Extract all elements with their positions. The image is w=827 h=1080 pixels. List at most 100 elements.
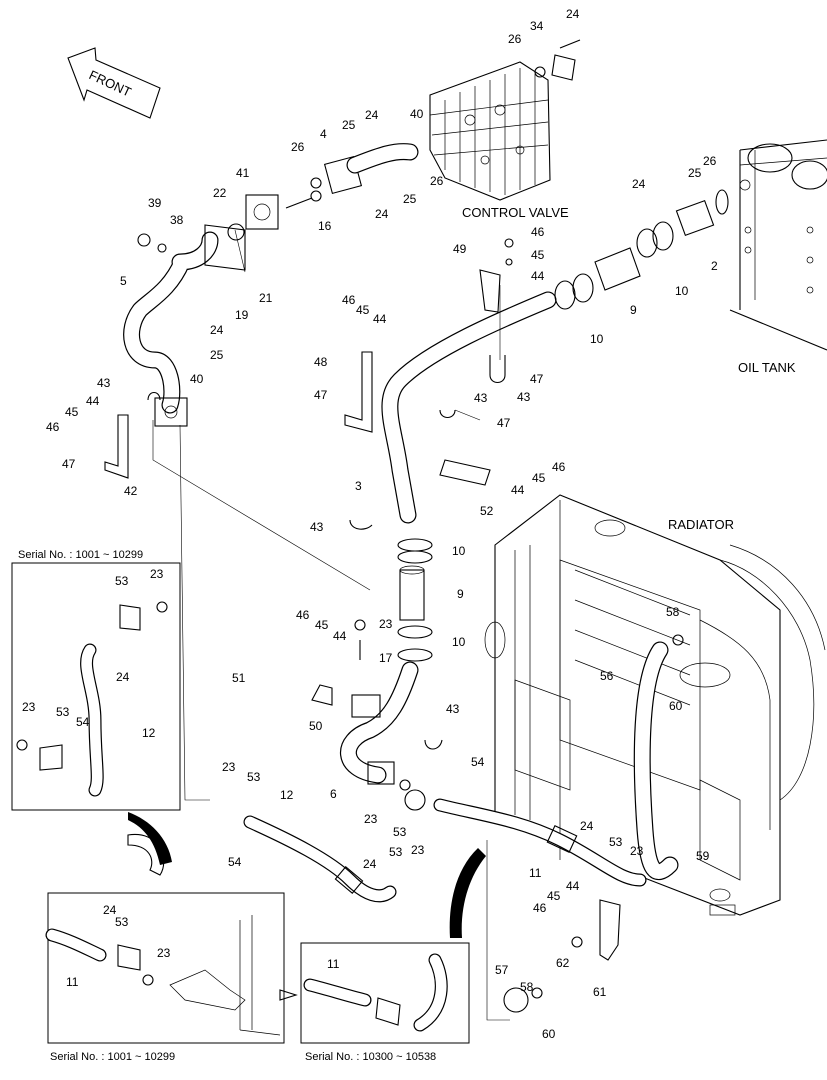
callout-53: 53 <box>115 574 129 588</box>
hose-clamps <box>397 221 674 662</box>
inset-serial-10300-10538: Serial No. : 10300 ~ 10538 <box>300 942 470 1063</box>
callout-9: 9 <box>457 587 464 601</box>
callout-44: 44 <box>566 879 580 893</box>
callout-46: 46 <box>533 901 547 915</box>
bracket-42 <box>104 414 129 479</box>
callout-10: 10 <box>452 635 466 649</box>
callout-24: 24 <box>566 7 580 21</box>
callout-43: 43 <box>474 391 488 405</box>
hose-11 <box>433 798 647 887</box>
u-bolts <box>147 355 506 750</box>
callout-43: 43 <box>97 376 111 390</box>
pipe-5 <box>123 224 246 427</box>
pipe-3 <box>381 291 557 524</box>
callout-51: 51 <box>232 671 246 685</box>
callout-43: 43 <box>446 702 460 716</box>
oil-tank-label: OIL TANK <box>738 360 796 375</box>
callout-10: 10 <box>590 332 604 346</box>
callout-53: 53 <box>609 835 623 849</box>
callout-12: 12 <box>280 788 294 802</box>
callout-11: 11 <box>529 866 542 880</box>
callout-24: 24 <box>363 857 377 871</box>
callout-3: 3 <box>355 479 362 493</box>
callout-16: 16 <box>318 219 332 233</box>
callout-labels: 24 34 26 40 24 25 4 26 26 25 24 16 41 22… <box>22 7 718 1041</box>
callout-11: 11 <box>327 957 340 971</box>
callout-46: 46 <box>531 225 545 239</box>
callout-60: 60 <box>542 1027 556 1041</box>
callout-25: 25 <box>342 118 356 132</box>
callout-24: 24 <box>103 903 117 917</box>
callout-47: 47 <box>62 457 76 471</box>
callout-56: 56 <box>600 669 614 683</box>
callout-23: 23 <box>150 567 164 581</box>
inset-transition-arcs <box>128 812 486 938</box>
callout-2: 2 <box>711 259 718 273</box>
callout-45: 45 <box>531 248 545 262</box>
flange-41 <box>245 194 279 230</box>
bracket-48 <box>344 351 373 433</box>
control-valve <box>429 61 551 201</box>
callout-26: 26 <box>430 174 444 188</box>
callout-21: 21 <box>259 291 273 305</box>
callout-47: 47 <box>314 388 328 402</box>
callout-48: 48 <box>314 355 328 369</box>
callout-44: 44 <box>511 483 525 497</box>
callout-46: 46 <box>46 420 60 434</box>
callout-19: 19 <box>235 308 249 322</box>
callout-61: 61 <box>593 985 607 999</box>
callout-25: 25 <box>688 166 702 180</box>
callout-22: 22 <box>213 186 227 200</box>
callout-5: 5 <box>120 274 127 288</box>
callout-44: 44 <box>86 394 100 408</box>
inset-serial-label: Serial No. : 10300 ~ 10538 <box>305 1051 436 1063</box>
callout-53: 53 <box>389 845 403 859</box>
callout-45: 45 <box>547 889 561 903</box>
callout-58: 58 <box>666 605 680 619</box>
flange-4 <box>323 143 419 195</box>
callout-44: 44 <box>373 312 387 326</box>
callout-44: 44 <box>333 629 347 643</box>
callout-45: 45 <box>315 618 329 632</box>
inset-serial-1001-10299-b: Serial No. : 1001 ~ 10299 <box>45 892 298 1063</box>
callout-50: 50 <box>309 719 323 733</box>
fasteners <box>137 39 684 1013</box>
callout-60: 60 <box>669 699 683 713</box>
callout-52: 52 <box>480 504 494 518</box>
bracket-50 <box>311 684 333 706</box>
callout-41: 41 <box>236 166 250 180</box>
callout-46: 46 <box>342 293 356 307</box>
pipe-56 <box>633 641 679 880</box>
callout-43: 43 <box>310 520 324 534</box>
callout-11: 11 <box>66 975 79 989</box>
radiator-label: RADIATOR <box>668 517 734 532</box>
pipe-2 <box>675 189 729 237</box>
callout-45: 45 <box>65 405 79 419</box>
callout-25: 25 <box>403 192 417 206</box>
inset-serial-label: Serial No. : 1001 ~ 10299 <box>50 1051 175 1063</box>
callout-46: 46 <box>296 608 310 622</box>
callout-17: 17 <box>379 651 393 665</box>
callout-24: 24 <box>632 177 646 191</box>
callout-24: 24 <box>580 819 594 833</box>
bracket-61 <box>599 899 621 961</box>
callout-6: 6 <box>330 787 337 801</box>
callout-45: 45 <box>356 303 370 317</box>
callout-54: 54 <box>471 755 485 769</box>
hose-9-lower <box>399 565 425 621</box>
callout-40: 40 <box>410 107 424 121</box>
callout-45: 45 <box>532 471 546 485</box>
callout-23: 23 <box>379 617 393 631</box>
pipe-6 <box>340 661 419 785</box>
callout-10: 10 <box>675 284 689 298</box>
bracket-49 <box>479 269 501 313</box>
callout-38: 38 <box>170 213 184 227</box>
callout-23: 23 <box>411 843 425 857</box>
callout-42: 42 <box>124 484 138 498</box>
callout-54: 54 <box>228 855 242 869</box>
callout-23: 23 <box>364 812 378 826</box>
callout-10: 10 <box>452 544 466 558</box>
callout-44: 44 <box>531 269 545 283</box>
callout-39: 39 <box>148 196 162 210</box>
